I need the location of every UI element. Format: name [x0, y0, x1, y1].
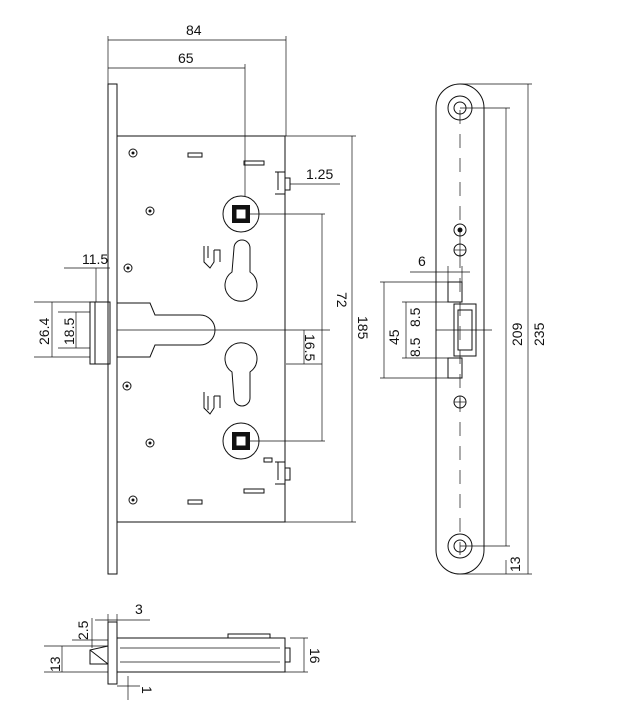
- dim-72: 72: [334, 292, 350, 308]
- faceplate-side-view: [435, 83, 492, 575]
- case-screw-top-left: [128, 148, 138, 158]
- dim-3: 3: [135, 601, 143, 617]
- dim-13-side: 13: [47, 656, 63, 672]
- dim-16: 16: [307, 648, 323, 664]
- dim-11-5: 11.5: [82, 251, 108, 267]
- case-screw-bottom-left: [128, 495, 138, 505]
- faceplate-dimensions: 6 45 8.5 8.5 209 235 13: [380, 83, 547, 575]
- upper-cylinder-hole: [224, 239, 258, 302]
- case-screw-lower-left: [122, 381, 132, 391]
- dim-6: 6: [418, 253, 426, 269]
- dim-1-25: 1.25: [306, 166, 333, 182]
- dim-26-4: 26.4: [36, 318, 52, 345]
- dim-84: 84: [186, 22, 202, 38]
- dim-209: 209: [509, 322, 525, 346]
- case-screw-lower-mid: [145, 438, 155, 448]
- dim-8-5-lower: 8.5: [407, 337, 423, 357]
- lower-cylinder-hole: [224, 342, 258, 407]
- case-screw-follower-left: [123, 263, 133, 273]
- front-view-dimensions: 84 65 1.25 72 185 16.5 11.5 26.4: [34, 22, 371, 523]
- dim-235: 235: [531, 322, 547, 346]
- case-screw-upper-mid: [145, 206, 155, 216]
- dim-65: 65: [178, 50, 194, 66]
- dim-45: 45: [386, 329, 402, 345]
- dim-185: 185: [355, 316, 371, 340]
- dim-13-plate: 13: [507, 556, 523, 572]
- lock-top-view: [89, 621, 291, 685]
- dim-2-5: 2.5: [75, 620, 91, 640]
- dim-8-5-upper: 8.5: [407, 307, 423, 327]
- dim-18-5: 18.5: [61, 318, 77, 345]
- dim-16-5: 16.5: [302, 334, 318, 361]
- dim-1: 1: [139, 686, 155, 694]
- lock-case-front-view: [89, 83, 330, 575]
- top-view-dimensions: 3 2.5 13 16 1: [44, 601, 323, 700]
